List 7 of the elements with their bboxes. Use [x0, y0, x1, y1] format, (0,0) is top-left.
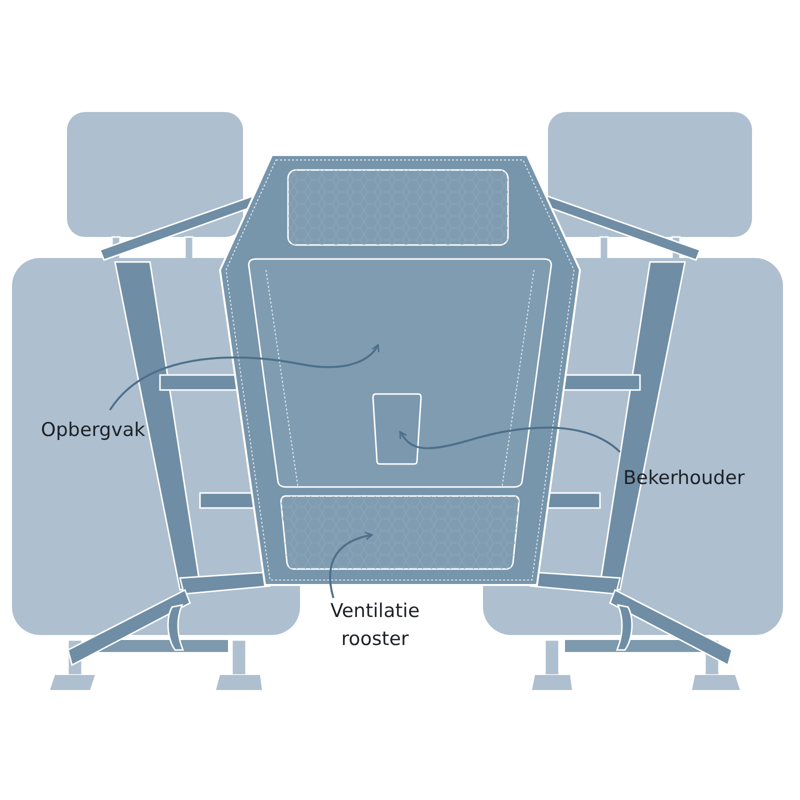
leader-arrow: [109, 344, 379, 411]
ventilation-mesh: [280, 495, 520, 570]
cup-holder: [372, 393, 422, 465]
callout-label: Ventilatie rooster: [310, 597, 440, 659]
callout-label: Bekerhouder: [604, 464, 764, 494]
callout-label: Opbergvak: [28, 416, 158, 446]
leader-arrow: [399, 426, 621, 453]
